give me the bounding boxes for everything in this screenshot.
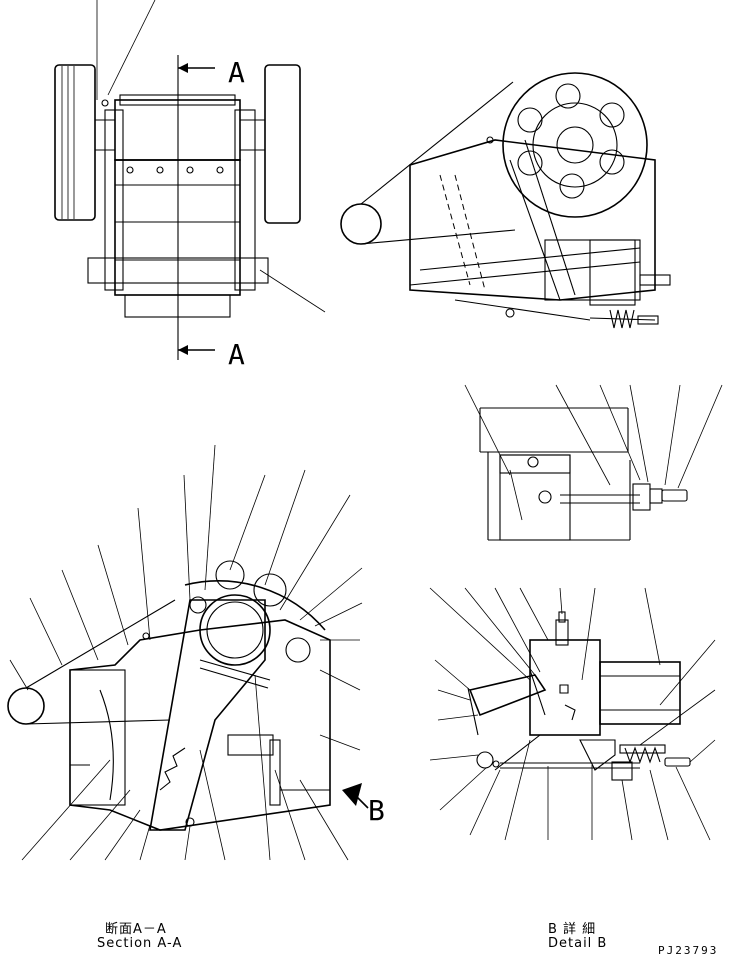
section-caption-en: Section A-A xyxy=(97,936,183,951)
arrow-label-b: B xyxy=(368,794,385,827)
detail-b-view xyxy=(429,587,716,841)
detail-caption-en: Detail B xyxy=(548,936,608,951)
section-caption-jp: 断面A－A xyxy=(105,922,167,937)
front-view xyxy=(54,0,326,360)
section-mark-top: A xyxy=(228,56,245,89)
drawing-code: PJ23793 xyxy=(658,944,719,957)
side-view xyxy=(340,72,671,329)
adjust-detail-view xyxy=(464,384,723,541)
section-a-a-view xyxy=(7,444,369,861)
section-mark-bottom: A xyxy=(228,338,245,371)
detail-caption-jp: B 詳 細 xyxy=(548,922,597,937)
